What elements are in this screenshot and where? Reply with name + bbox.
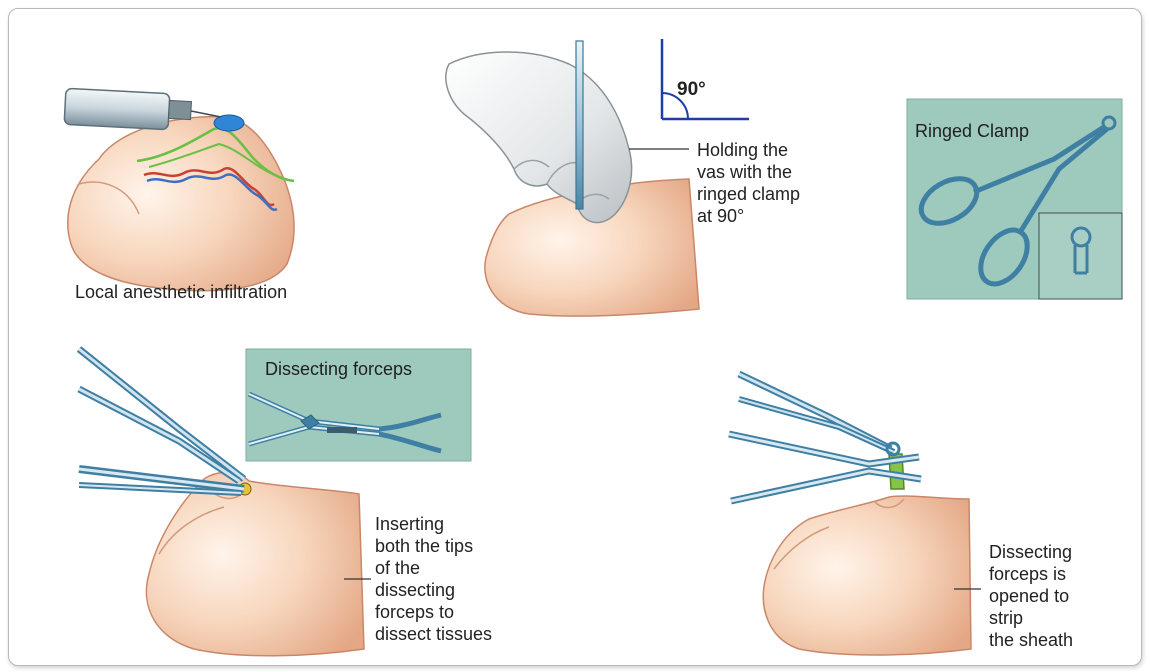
label-ringed-clamp: Ringed Clamp: [915, 121, 1029, 142]
inserting-line-2: both the tips: [375, 535, 492, 557]
label-local-anesthetic: Local anesthetic infiltration: [75, 281, 287, 303]
opened-line-5: the sheath: [989, 629, 1073, 651]
label-inserting: Inserting both the tips of the dissectin…: [375, 513, 492, 645]
inserting-line-6: dissect tissues: [375, 623, 492, 645]
forceps-upper: [79, 349, 244, 481]
holding-line-4: at 90°: [697, 205, 800, 227]
ringed-clamp-vertical: [576, 41, 583, 209]
opened-line-1: Dissecting: [989, 541, 1073, 563]
illustration-canvas: [9, 9, 1141, 665]
forceps-opened-illustration: [729, 374, 981, 655]
glove: [446, 52, 632, 223]
opened-line-3: opened to: [989, 585, 1073, 607]
holding-line-3: ringed clamp: [697, 183, 800, 205]
figure-frame: Local anesthetic infiltration 90° Holdin…: [8, 8, 1142, 666]
holding-line-2: vas with the: [697, 161, 800, 183]
label-holding: Holding the vas with the ringed clamp at…: [697, 139, 800, 227]
scrotum-1: [68, 117, 294, 291]
label-angle: 90°: [677, 79, 706, 101]
opened-line-2: forceps is: [989, 563, 1073, 585]
scrotum-6: [763, 496, 971, 655]
local-anesthetic-illustration: [64, 88, 294, 290]
scrotum-4: [146, 472, 364, 655]
label-dissecting-forceps: Dissecting forceps: [265, 359, 412, 380]
inserting-line-3: of the: [375, 557, 492, 579]
inserting-line-1: Inserting: [375, 513, 492, 535]
holding-line-1: Holding the: [697, 139, 800, 161]
inserting-line-4: dissecting: [375, 579, 492, 601]
opened-line-4: strip: [989, 607, 1073, 629]
inserting-line-5: forceps to: [375, 601, 492, 623]
anesthetic-bleb: [214, 115, 244, 131]
label-opened: Dissecting forceps is opened to strip th…: [989, 541, 1073, 651]
